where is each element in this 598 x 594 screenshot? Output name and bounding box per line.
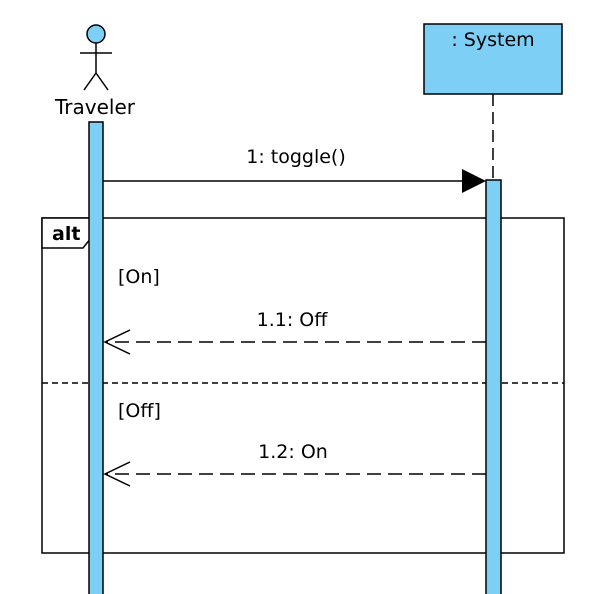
actor-name: Traveler: [54, 95, 136, 119]
guard-condition-off: [Off]: [118, 400, 161, 422]
open-arrowhead-icon: [103, 461, 131, 487]
stick-figure-actor-icon: [80, 24, 112, 91]
guard-condition-on: [On]: [118, 266, 160, 288]
system-activation-bar: [485, 179, 502, 594]
object-box: [423, 23, 563, 95]
fragment-frame: [41, 217, 565, 554]
message-reply-on: 1.2: On: [103, 441, 486, 487]
object-label: : System: [451, 29, 534, 51]
alt-fragment: alt [On] [Off]: [41, 217, 565, 554]
traveler-activation-bar: [88, 121, 104, 594]
actor-traveler: Traveler: [54, 24, 136, 119]
message-label-reply-1: 1.1: Off: [257, 309, 329, 331]
fragment-operator-tab: [41, 217, 92, 249]
message-toggle: 1: toggle(): [103, 146, 486, 193]
object-system: : System: [423, 23, 563, 180]
message-reply-off: 1.1: Off: [103, 309, 486, 355]
message-label-reply-2: 1.2: On: [258, 441, 328, 463]
message-label-toggle: 1: toggle(): [246, 146, 346, 168]
filled-arrowhead-icon: [462, 169, 486, 193]
fragment-operator: alt: [52, 223, 80, 245]
open-arrowhead-icon: [103, 329, 131, 355]
